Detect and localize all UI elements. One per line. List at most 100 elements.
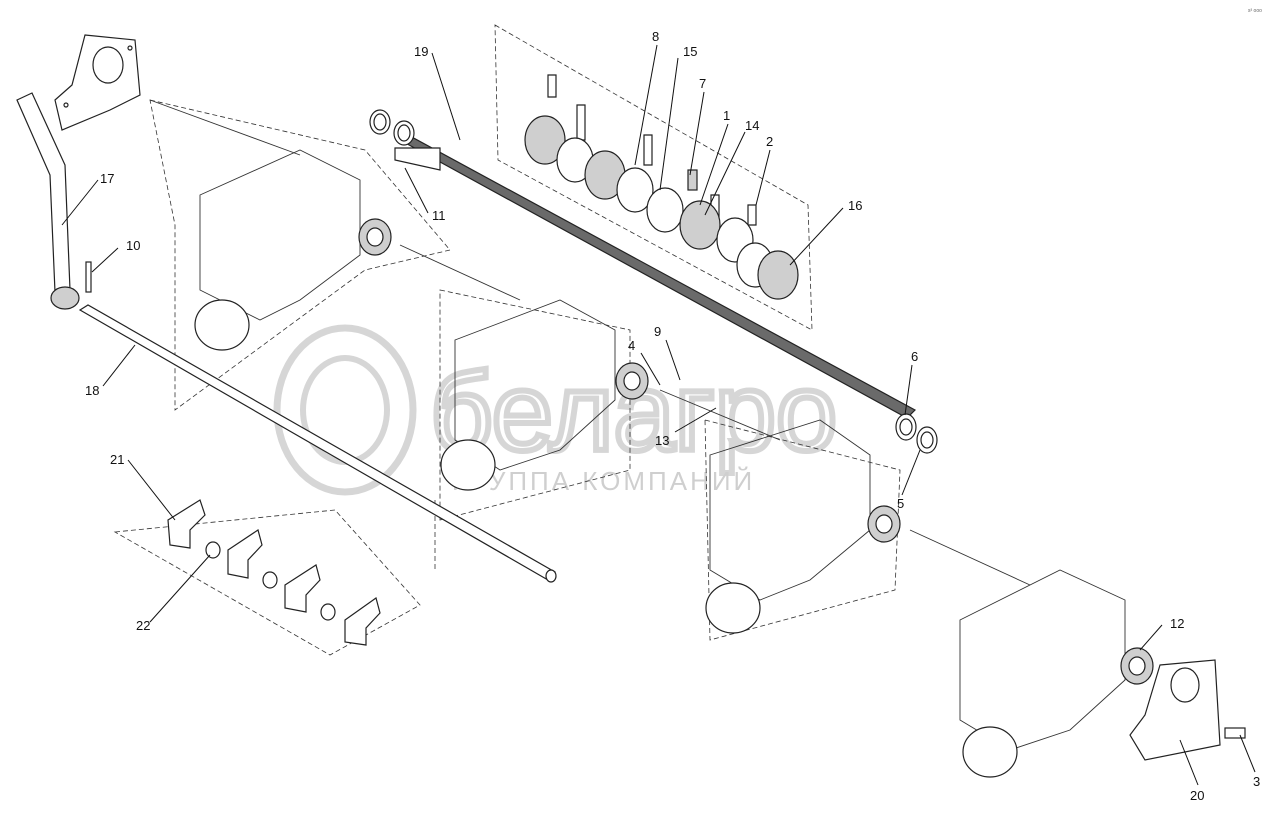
callout-17: 17	[100, 171, 114, 186]
left-frame	[149, 99, 392, 351]
leader-3	[1239, 734, 1256, 773]
callout-14: 14	[745, 118, 759, 133]
sprocket-14	[679, 200, 721, 250]
leader-18	[102, 344, 136, 387]
star-wheel-a	[524, 115, 566, 165]
bearing-12-bore	[1128, 656, 1146, 676]
left-frame-bearing-bore	[366, 227, 384, 247]
shaft-end	[545, 569, 557, 583]
callout-21: 21	[110, 452, 124, 467]
callout-22: 22	[136, 618, 150, 633]
leader-1	[699, 123, 729, 206]
outline-sprocket-group	[494, 24, 813, 331]
leader-12	[1139, 624, 1163, 651]
tine-washer-a	[205, 541, 221, 559]
lever-17	[16, 92, 80, 310]
left-linkage-rod	[149, 99, 301, 156]
leader-lines	[61, 44, 1256, 786]
leader-15	[659, 57, 679, 191]
bracket-20-hole	[1170, 667, 1200, 703]
leader-16	[789, 207, 844, 266]
tine-d	[344, 597, 381, 646]
callout-20: 20	[1190, 788, 1204, 803]
leader-10	[91, 247, 119, 273]
outline-middle-frame	[439, 289, 631, 521]
bolt-c	[643, 134, 653, 166]
outline-left-frame	[149, 99, 451, 411]
bracket-hole	[92, 46, 124, 84]
callout-12: 12	[1170, 616, 1184, 631]
disc-8	[616, 167, 654, 213]
leader-19	[431, 52, 461, 141]
bracket-bolt-hole	[127, 45, 133, 51]
disc-15	[646, 187, 684, 233]
bearing-4-bore	[623, 371, 641, 391]
callout-11: 11	[432, 208, 446, 223]
middle-frame-roller	[440, 439, 496, 491]
callout-labels: 1 2 3 4 5 6 7 8 9 10 11 12 13 14 15 16 1…	[85, 29, 1260, 803]
callout-2: 2	[766, 134, 773, 149]
leader-14	[704, 131, 746, 216]
right-linkage-rod	[659, 389, 781, 441]
callout-4: 4	[628, 338, 635, 353]
callout-10: 10	[126, 238, 140, 253]
leader-17	[61, 179, 99, 226]
leader-2	[755, 149, 771, 206]
washer-6-a-hole	[899, 418, 913, 436]
tine-washer-b	[262, 571, 278, 589]
sprocket-group	[524, 74, 799, 300]
callout-6: 6	[911, 349, 918, 364]
washer-top-a-hole	[373, 113, 387, 131]
tine-c	[284, 564, 321, 613]
bolt-a	[547, 74, 557, 98]
assembly-outlines	[113, 24, 901, 656]
tine-a	[167, 499, 206, 549]
washer-top-b-hole	[397, 124, 411, 142]
callout-5: 5	[897, 496, 904, 511]
left-bracket-plate	[54, 34, 141, 131]
leader-5	[901, 449, 921, 496]
left-frame-body	[199, 149, 361, 321]
lever-hub	[50, 286, 80, 310]
outline-tine-group	[113, 509, 421, 656]
leader-11	[404, 167, 429, 214]
callout-3: 3	[1253, 774, 1260, 789]
pin-10	[85, 261, 92, 293]
leader-21	[127, 459, 176, 521]
spring-7	[687, 169, 698, 191]
far-right-frame-body	[959, 569, 1126, 751]
callout-15: 15	[683, 44, 697, 59]
watermark-logo-outer	[273, 324, 417, 496]
watermark-subtitle: ГРУППА КОМПАНИЙ	[452, 466, 755, 496]
left-frame-roller	[194, 299, 250, 351]
bracket-bolt-hole	[63, 102, 69, 108]
far-right-frame-roller	[962, 726, 1018, 778]
bracket-plate-body	[54, 34, 141, 131]
callout-7: 7	[699, 76, 706, 91]
leader-7	[689, 91, 705, 176]
callout-19: 19	[414, 44, 428, 59]
leader-13	[674, 407, 717, 433]
tine-b	[227, 529, 263, 579]
bolt-2	[747, 204, 757, 226]
leader-8	[634, 44, 658, 166]
right-bracket-plate-20	[1129, 659, 1246, 761]
shaft-18	[78, 304, 557, 583]
middle-frame	[399, 244, 649, 491]
callout-18: 18	[85, 383, 99, 398]
right-frame-body	[709, 419, 871, 601]
bolt-3	[1224, 727, 1246, 739]
far-right-frame	[909, 529, 1154, 778]
leader-22	[149, 554, 211, 623]
middle-linkage-rod	[399, 244, 521, 301]
tine-group	[167, 499, 381, 646]
leader-6	[904, 364, 913, 416]
bolt-b	[576, 104, 586, 141]
outline-right-frame	[704, 419, 901, 641]
right-frame	[659, 389, 901, 634]
shaft-19-key	[394, 147, 441, 171]
right-frame-roller	[705, 582, 761, 634]
callout-13: 13	[655, 433, 669, 448]
